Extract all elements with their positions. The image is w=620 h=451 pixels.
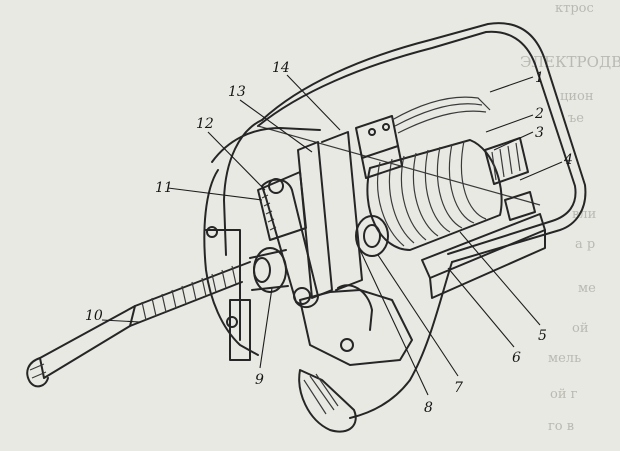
cam-and-cover xyxy=(298,284,373,433)
leader-1 xyxy=(489,76,534,93)
motor-housing xyxy=(223,22,587,419)
pole-piece xyxy=(421,213,546,299)
screw-icon xyxy=(368,128,376,136)
output-shaft xyxy=(26,261,251,388)
callout-2: 2 xyxy=(534,106,544,122)
callout-11: 11 xyxy=(155,180,173,196)
callout-leaders xyxy=(101,74,563,396)
callout-13: 13 xyxy=(228,84,246,100)
bleed-line: ктрос xyxy=(555,1,594,16)
leader-14 xyxy=(286,74,341,131)
leader-9 xyxy=(259,287,273,369)
callout-labels: 1 2 3 4 5 6 7 8 9 10 11 12 13 14 xyxy=(85,60,573,416)
callout-4: 4 xyxy=(563,152,573,168)
commutator xyxy=(484,137,536,221)
bolt-icon xyxy=(340,338,354,352)
bleed-line: ой г xyxy=(550,387,578,402)
callout-9: 9 xyxy=(255,372,264,388)
linkage-lever xyxy=(261,178,319,309)
bleed-line: а р xyxy=(575,237,595,252)
bolt-icon xyxy=(206,226,218,238)
bleed-line: го в xyxy=(548,419,574,434)
leader-10 xyxy=(101,319,141,323)
pivot-icon xyxy=(268,178,284,194)
callout-10: 10 xyxy=(85,308,103,324)
screw-icon xyxy=(382,123,390,131)
callout-6: 6 xyxy=(512,350,521,366)
leader-4 xyxy=(519,161,563,181)
callout-8: 8 xyxy=(424,400,433,416)
callout-1: 1 xyxy=(535,70,544,86)
callout-7: 7 xyxy=(454,380,463,396)
callout-14: 14 xyxy=(272,60,290,76)
pivot-icon xyxy=(293,287,311,305)
bleed-line: ме xyxy=(578,281,596,296)
callout-3: 3 xyxy=(535,125,544,141)
leader-3 xyxy=(493,131,534,151)
bolt-icon xyxy=(226,316,238,328)
armature-winding xyxy=(355,139,503,257)
leader-13 xyxy=(239,99,313,153)
callout-5: 5 xyxy=(538,328,547,344)
leader-5 xyxy=(459,231,541,326)
bleed-line: ъе xyxy=(568,111,584,126)
terminal-block xyxy=(355,96,491,179)
leader-7 xyxy=(377,254,459,377)
callout-12: 12 xyxy=(196,116,214,132)
bleed-line: мель xyxy=(548,351,581,366)
leader-8 xyxy=(359,249,429,396)
end-shield xyxy=(203,127,321,361)
worm-drum xyxy=(249,247,289,293)
leader-6 xyxy=(447,267,515,348)
leader-12 xyxy=(207,131,266,191)
leader-2 xyxy=(485,114,534,133)
bleed-line: цион xyxy=(560,89,594,104)
leader-11 xyxy=(167,187,263,201)
bracket-plate xyxy=(297,131,413,366)
bleed-line: ой xyxy=(572,321,589,336)
